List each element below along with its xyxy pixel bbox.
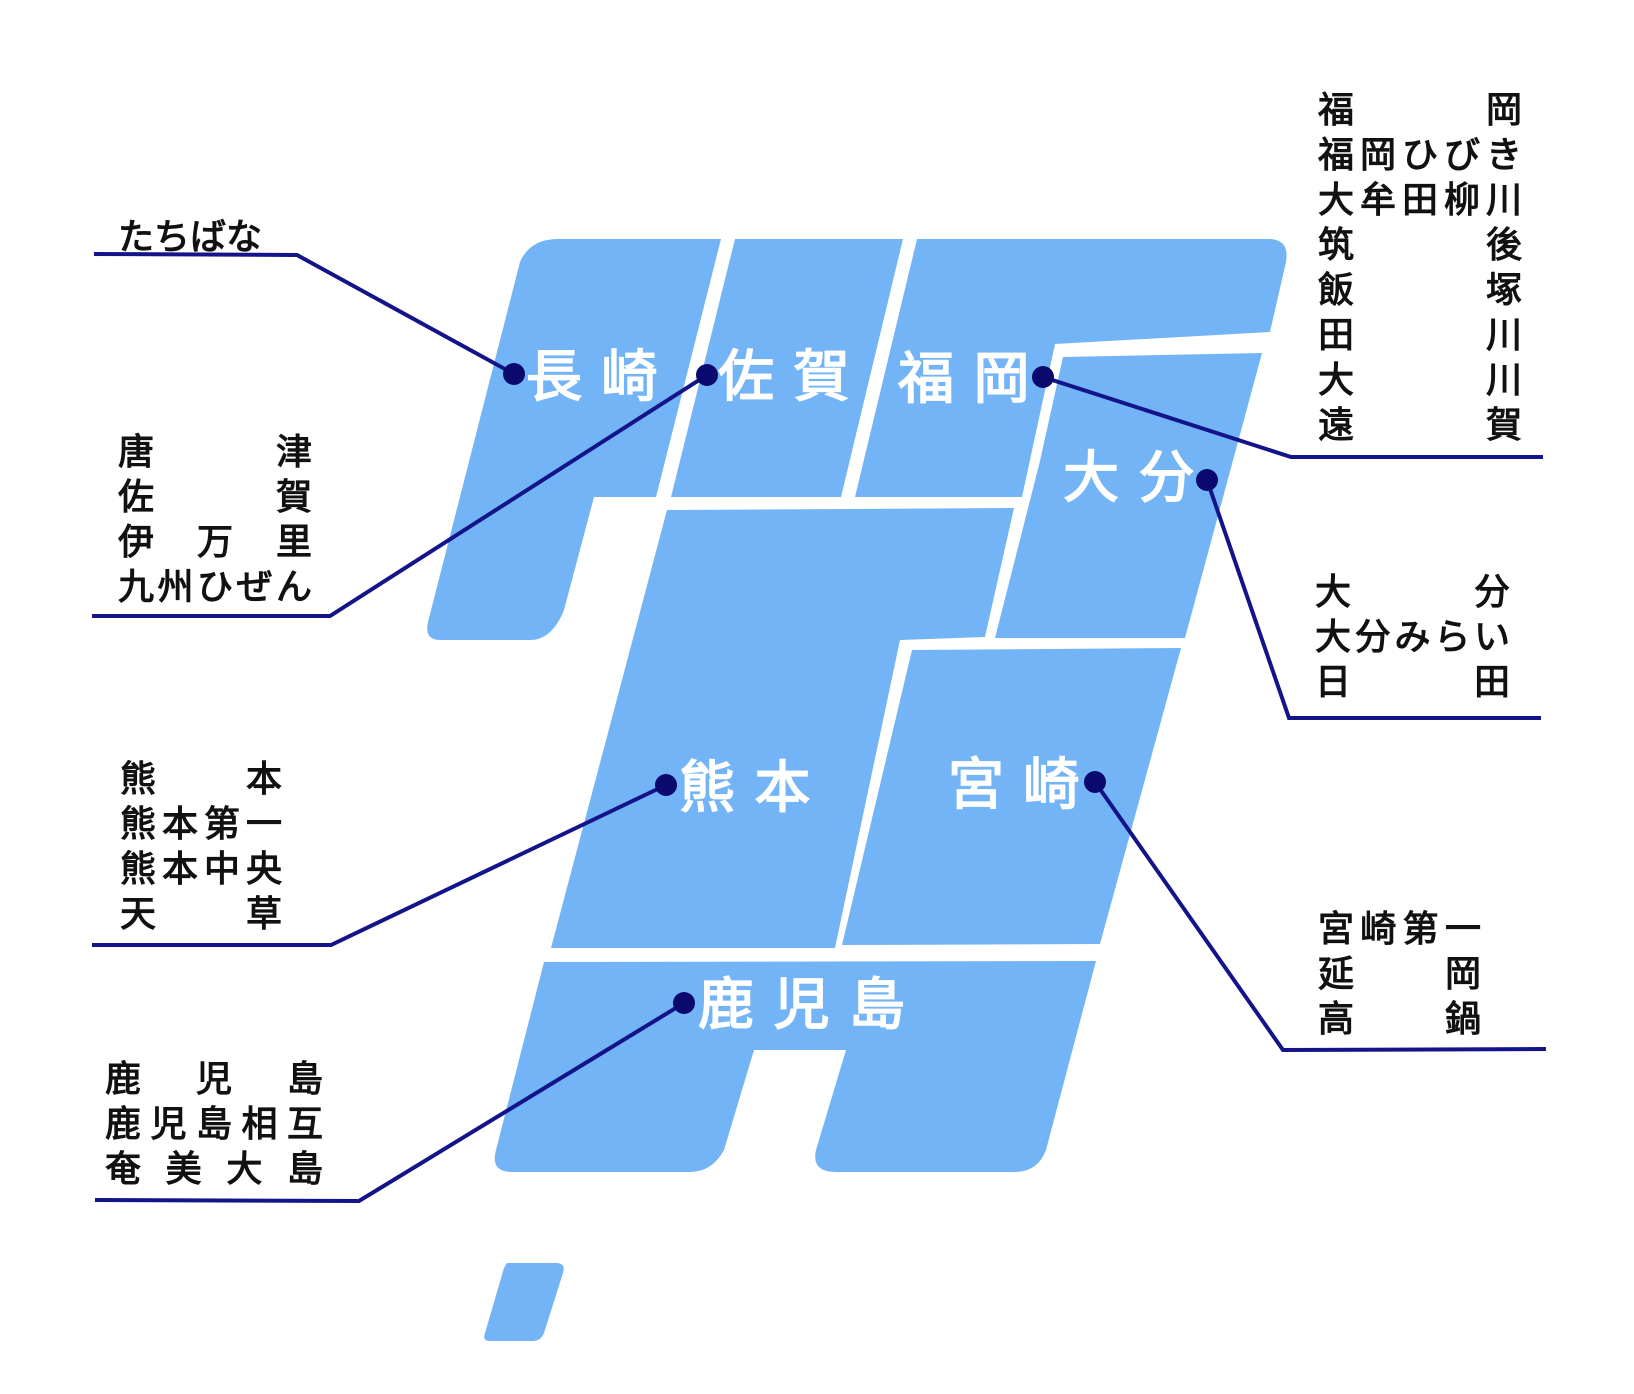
school-item: 飯​塚 — [1318, 270, 1522, 311]
region-nagasaki[interactable] — [427, 239, 721, 640]
school-item: 天​草 — [120, 894, 282, 935]
leader-lines — [92, 252, 1547, 1204]
anchor-dot-miyazaki[interactable] — [1084, 771, 1106, 793]
pref-label-oita: 大 分 — [1063, 446, 1195, 511]
anchor-dot-fukuoka[interactable] — [1032, 366, 1054, 388]
pref-label-fukuoka: 福 岡 — [897, 347, 1030, 412]
school-item: 大​分​み​ら​い — [1315, 617, 1510, 658]
school-item: 熊​本​第​一 — [120, 804, 282, 845]
school-item: 鹿​児​島​相​互 — [105, 1104, 323, 1145]
school-list-nagasaki: たちばな — [118, 208, 262, 260]
leader-line-saga — [92, 373, 709, 618]
leader-line-nagasaki — [93, 252, 515, 376]
leader-line-kumamoto — [92, 783, 667, 947]
school-name: たちばな — [118, 217, 263, 258]
leader-line-fukuoka — [1042, 375, 1543, 459]
anchor-dot-kagoshima[interactable] — [673, 992, 695, 1014]
school-item: 田​川 — [1318, 315, 1522, 356]
leader-line-miyazaki — [1093, 780, 1547, 1053]
region-kagoshima[interactable] — [494, 961, 1096, 1172]
school-item: 日​田 — [1315, 662, 1510, 703]
anchor-dot-kumamoto[interactable] — [655, 774, 677, 796]
school-item: 鹿​児​島 — [105, 1059, 323, 1100]
school-list-miyazaki: 宮​崎​第​一 延​岡 高​鍋 — [1318, 907, 1481, 1042]
region-island[interactable] — [484, 1263, 564, 1341]
leader-line-oita — [1205, 479, 1541, 720]
anchor-dot-oita[interactable] — [1196, 469, 1218, 491]
school-item: 熊​本​中​央 — [120, 849, 282, 890]
region-miyazaki[interactable] — [842, 648, 1181, 945]
school-list-saga: 唐​津 佐​賀 伊​万​里 九​州​ひ​ぜ​ん — [118, 430, 312, 610]
school-item: 延​岡 — [1318, 954, 1481, 995]
school-item: 遠​賀 — [1318, 405, 1522, 446]
prefecture-labels: 長 崎 佐 賀 福 岡 大 分 熊 本 宮 崎 鹿 児 島 — [526, 345, 1195, 1038]
school-item: 大​川 — [1318, 360, 1522, 401]
school-item: 九​州​ひ​ぜ​ん — [118, 567, 312, 608]
school-list-kagoshima: 鹿​児​島 鹿​児​島​相​互 奄​美​大​島 — [105, 1057, 323, 1192]
school-item: 福​岡 — [1318, 90, 1522, 131]
school-item: 奄​美​大​島 — [105, 1149, 323, 1190]
school-list-oita: 大​分 大​分​み​ら​い 日​田 — [1315, 570, 1510, 705]
school-item: 唐​津 — [118, 432, 312, 473]
anchor-dot-nagasaki[interactable] — [503, 363, 525, 385]
school-list-kumamoto: 熊​本 熊​本​第​一 熊​本​中​央 天​草 — [120, 757, 282, 937]
pref-label-kagoshima: 鹿 児 島 — [698, 973, 905, 1038]
school-item: 筑​後 — [1318, 225, 1522, 266]
school-item: 福​岡​ひ​び​き — [1318, 135, 1522, 176]
school-item: 佐​賀 — [118, 477, 312, 518]
school-list-fukuoka: 福​岡 福​岡​ひ​び​き 大​牟​田​柳​川 筑​後 飯​塚 田​川 大​川 … — [1318, 88, 1522, 448]
school-item: 高​鍋 — [1318, 999, 1481, 1040]
anchor-dots — [503, 363, 1218, 1014]
school-item: 宮​崎​第​一 — [1318, 909, 1481, 950]
school-item: 熊​本 — [120, 759, 282, 800]
school-item: 大​牟​田​柳​川 — [1318, 180, 1522, 221]
region-kumamoto[interactable] — [551, 508, 1014, 948]
school-item: 伊​万​里 — [118, 522, 312, 563]
school-item: 大​分 — [1315, 572, 1510, 613]
anchor-dot-saga[interactable] — [696, 364, 718, 386]
pref-label-nagasaki: 長 崎 — [526, 345, 658, 410]
pref-label-miyazaki: 宮 崎 — [948, 753, 1080, 818]
region-fukuoka[interactable] — [855, 239, 1287, 497]
regions — [427, 239, 1287, 1341]
region-saga[interactable] — [671, 239, 903, 497]
pref-label-saga: 佐 賀 — [717, 345, 850, 410]
leader-line-kagoshima — [94, 1001, 686, 1204]
pref-label-kumamoto: 熊 本 — [679, 756, 811, 821]
